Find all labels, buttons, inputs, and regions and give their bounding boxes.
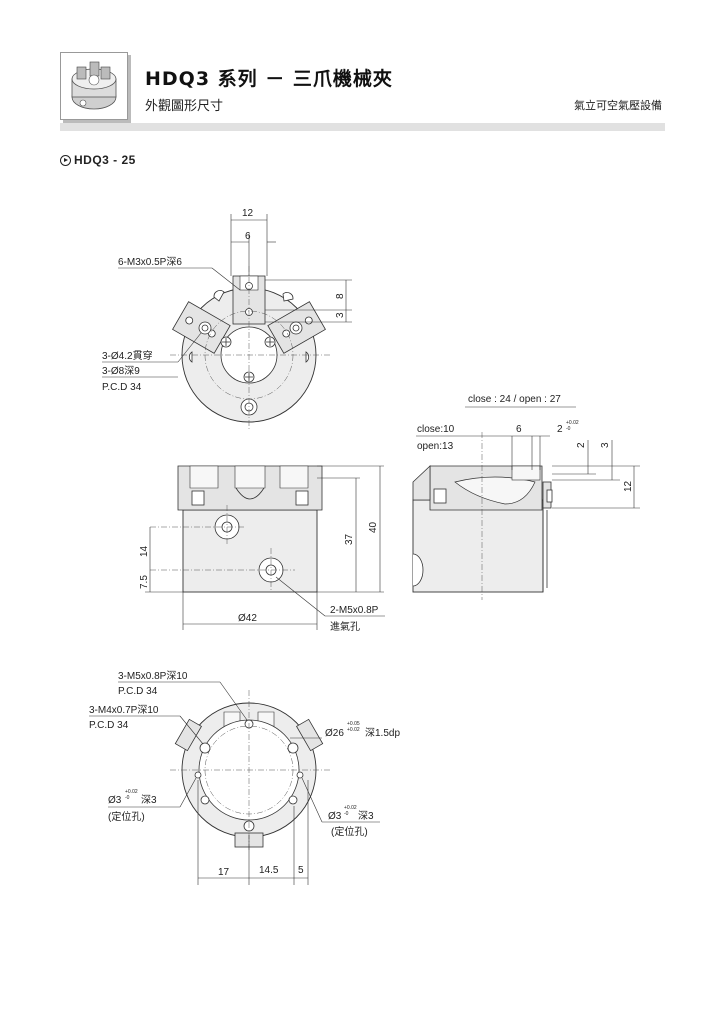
callout-m5: 3-M5x0.8P深10 xyxy=(118,670,188,682)
callout-pcd1: P.C.D 34 xyxy=(118,686,158,697)
side-tol-plus: +0.02 xyxy=(566,420,579,426)
dim-8: 8 xyxy=(335,293,346,299)
dim-40: 40 xyxy=(368,521,379,533)
side-tol-zero: -0 xyxy=(566,426,571,432)
dim-17: 17 xyxy=(218,867,230,878)
callout-pcd2: P.C.D 34 xyxy=(89,720,129,731)
callout-pin-left-name: (定位孔) xyxy=(108,810,145,823)
header-divider xyxy=(60,123,665,131)
dim-37: 37 xyxy=(344,533,355,545)
callout-bore-depth: 深1.5dp xyxy=(365,727,400,739)
dim-dia42: Ø42 xyxy=(238,613,257,624)
dim-5: 5 xyxy=(298,865,304,876)
company-name: 氣立可空氣壓設備 xyxy=(574,99,662,112)
callout-pin-right-tol-bot: -0 xyxy=(344,811,349,817)
top-view: 12 6 xyxy=(102,208,352,430)
callout-bore-dia: Ø26 xyxy=(325,728,344,739)
callout-pcd: P.C.D 34 xyxy=(102,382,142,393)
callout-pin-left: Ø3 xyxy=(108,795,122,806)
callout-pin-left-depth: 深3 xyxy=(141,794,157,806)
side-open-label: open:13 xyxy=(417,441,454,452)
dim-7-5: 7.5 xyxy=(139,575,150,589)
side-close-label: close:10 xyxy=(417,424,455,435)
callout-bore-tol-top: +0.05 xyxy=(347,721,360,727)
callout-pin-right-tol-top: +0.02 xyxy=(344,805,357,811)
dim-14-5: 14.5 xyxy=(259,865,279,876)
side-stroke-label: close : 24 / open : 27 xyxy=(468,394,561,405)
side-view: close : 24 / open : 27 close:10 open:13 … xyxy=(412,394,640,600)
callout-pin-left-tol-bot: -0 xyxy=(125,795,130,801)
callout-pin-left-tol-top: +0.02 xyxy=(125,789,138,795)
model-label: HDQ3 - 25 xyxy=(74,153,136,167)
product-thumbnail xyxy=(60,52,128,120)
callout-counterbore: 3-Ø8深9 xyxy=(102,365,140,377)
page-title: HDQ3 系列 － 三爪機械夾 xyxy=(145,68,393,90)
side-dim-v3: 3 xyxy=(600,442,611,448)
callout-bore-tol-bot: +0.02 xyxy=(347,727,360,733)
side-dim-v2: 2 xyxy=(576,442,587,448)
side-dim-v12: 12 xyxy=(623,480,634,492)
dim-14: 14 xyxy=(139,545,150,557)
callout-port: 2-M5x0.8P xyxy=(330,605,379,616)
page-subtitle: 外觀圖形尺寸 xyxy=(145,99,224,114)
callout-m4: 3-M4x0.7P深10 xyxy=(89,704,159,716)
callout-pin-right-name: (定位孔) xyxy=(331,825,368,838)
side-dim-6: 6 xyxy=(516,424,522,435)
front-body xyxy=(182,509,318,593)
front-view: 14 7.5 37 40 Ø42 2-M5x0.8P 進氣孔 xyxy=(139,465,385,633)
callout-port-name: 進氣孔 xyxy=(330,620,360,633)
bottom-view: 3-M5x0.8P深10 P.C.D 34 3-M4x0.7P深10 P.C.D… xyxy=(89,670,400,885)
side-dim-2: 2 xyxy=(557,424,563,435)
dim-3: 3 xyxy=(335,312,346,318)
play-circle-icon xyxy=(60,155,71,166)
dim-6: 6 xyxy=(245,231,251,242)
callout-through: 3-Ø4.2貫穿 xyxy=(102,349,153,362)
side-body xyxy=(412,499,544,593)
callout-pin-right: Ø3 xyxy=(328,811,342,822)
callout-pin-right-depth: 深3 xyxy=(358,810,374,822)
callout-tap: 6-M3x0.5P深6 xyxy=(118,256,182,268)
dim-12: 12 xyxy=(242,208,254,219)
model-heading: HDQ3 - 25 xyxy=(60,153,136,167)
